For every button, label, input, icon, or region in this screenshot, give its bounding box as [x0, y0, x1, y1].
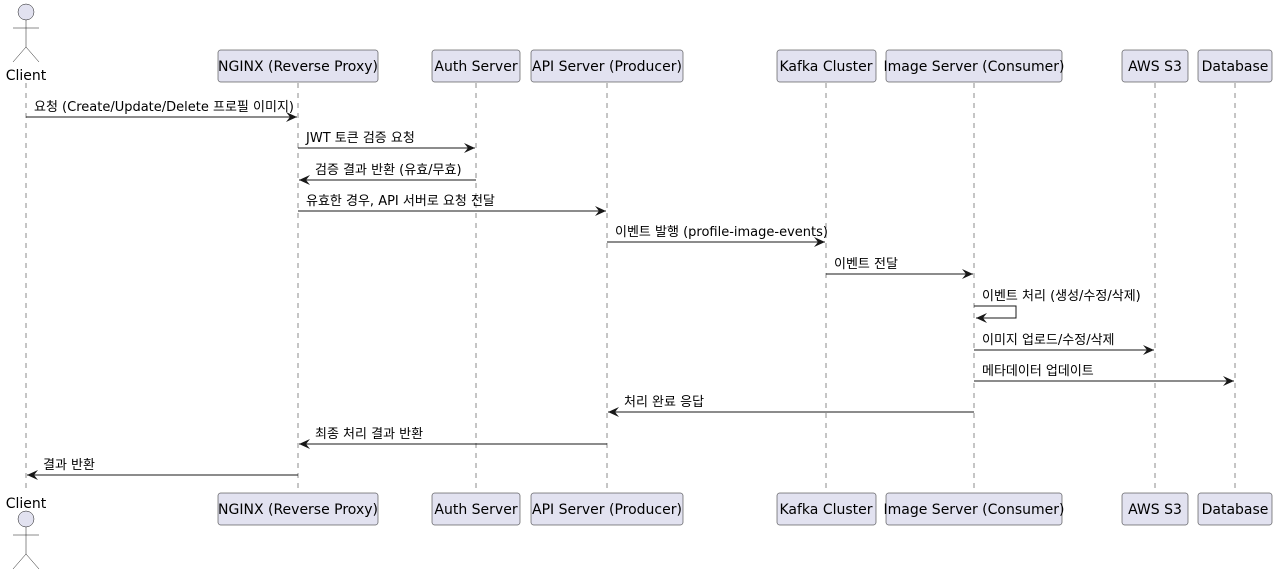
- actor-leg-right: [25, 553, 40, 570]
- participant-box: [1121, 49, 1189, 83]
- participant-nginx-top: NGINX (Reverse Proxy): [217, 49, 379, 83]
- participant-label: Database: [1202, 59, 1269, 75]
- participant-kafka-top: Kafka Cluster: [776, 49, 877, 83]
- participant-box: [530, 492, 684, 526]
- message-7: 이벤트 처리 (생성/수정/삭제): [974, 289, 1141, 323]
- participant-label: Image Server (Consumer): [884, 59, 1065, 75]
- participant-s3-bottom: AWS S3: [1121, 492, 1189, 526]
- message-12: 결과 반환: [27, 458, 298, 480]
- actor-leg-left: [12, 46, 27, 63]
- message-label: 이벤트 발행 (profile-image-events): [615, 224, 828, 240]
- participant-auth-bottom: Auth Server: [431, 492, 521, 526]
- participant-box: [217, 49, 379, 83]
- participant-db-bottom: Database: [1197, 492, 1273, 526]
- participant-box: [1197, 492, 1273, 526]
- message-label: 요청 (Create/Update/Delete 프로필 이미지): [34, 100, 294, 115]
- actor-leg-left: [12, 553, 27, 570]
- participant-label: NGINX (Reverse Proxy): [218, 502, 378, 518]
- participant-label: Auth Server: [434, 502, 517, 518]
- participant-api-bottom: API Server (Producer): [530, 492, 684, 526]
- participant-label: Kafka Cluster: [779, 59, 872, 75]
- participant-auth-top: Auth Server: [431, 49, 521, 83]
- participant-label: AWS S3: [1128, 502, 1182, 518]
- participant-box: [776, 492, 877, 526]
- message-3: 검증 결과 반환 (유효/무효): [299, 163, 476, 185]
- message-label: 메타데이터 업데이트: [982, 364, 1094, 379]
- participant-box: [776, 49, 877, 83]
- message-label: 결과 반환: [43, 458, 95, 473]
- message-label: 검증 결과 반환 (유효/무효): [315, 163, 462, 178]
- participant-box: [885, 49, 1063, 83]
- actor-client-top: Client: [6, 3, 47, 84]
- message-4: 유효한 경우, API 서버로 요청 전달: [298, 194, 606, 216]
- message-2: JWT 토큰 검증 요청: [298, 131, 475, 153]
- message-label: JWT 토큰 검증 요청: [305, 131, 415, 146]
- participant-label: Database: [1202, 502, 1269, 518]
- participant-label: Auth Server: [434, 59, 517, 75]
- participant-box: [431, 49, 521, 83]
- message-8: 이미지 업로드/수정/삭제: [974, 333, 1154, 355]
- message-label: 처리 완료 응답: [624, 395, 704, 410]
- participant-nginx-bottom: NGINX (Reverse Proxy): [217, 492, 379, 526]
- message-10: 처리 완료 응답: [608, 395, 974, 417]
- actor-leg-right: [25, 46, 40, 63]
- participant-api-top: API Server (Producer): [530, 49, 684, 83]
- message-5: 이벤트 발행 (profile-image-events): [607, 224, 828, 247]
- message-label: 이벤트 전달: [834, 257, 898, 272]
- message-label: 최종 처리 결과 반환: [315, 427, 423, 442]
- message-1: 요청 (Create/Update/Delete 프로필 이미지): [26, 100, 297, 122]
- actor-head-icon: [17, 3, 35, 21]
- participant-box: [217, 492, 379, 526]
- message-9: 메타데이터 업데이트: [974, 364, 1234, 386]
- participant-box: [431, 492, 521, 526]
- participant-label: API Server (Producer): [532, 59, 682, 75]
- actor-client-bottom: Client: [6, 496, 47, 570]
- actor-head-icon: [17, 510, 35, 528]
- message-11: 최종 처리 결과 반환: [299, 427, 607, 449]
- message-6: 이벤트 전달: [826, 257, 973, 279]
- participant-image-top: Image Server (Consumer): [884, 49, 1065, 83]
- participant-label: Client: [6, 496, 47, 512]
- participant-db-top: Database: [1197, 49, 1273, 83]
- participant-label: Image Server (Consumer): [884, 502, 1065, 518]
- participant-image-bottom: Image Server (Consumer): [884, 492, 1065, 526]
- message-label: 유효한 경우, API 서버로 요청 전달: [306, 194, 495, 209]
- self-message-arrow: [974, 305, 1017, 323]
- message-label: 이미지 업로드/수정/삭제: [982, 333, 1115, 348]
- participant-label: API Server (Producer): [532, 502, 682, 518]
- participant-kafka-bottom: Kafka Cluster: [776, 492, 877, 526]
- participant-box: [530, 49, 684, 83]
- participant-s3-top: AWS S3: [1121, 49, 1189, 83]
- participant-box: [1121, 492, 1189, 526]
- participant-box: [1197, 49, 1273, 83]
- participant-label: AWS S3: [1128, 59, 1182, 75]
- participant-label: NGINX (Reverse Proxy): [218, 59, 378, 75]
- participant-label: Kafka Cluster: [779, 502, 872, 518]
- participant-box: [885, 492, 1063, 526]
- message-label: 이벤트 처리 (생성/수정/삭제): [982, 289, 1141, 304]
- participant-label: Client: [6, 68, 47, 84]
